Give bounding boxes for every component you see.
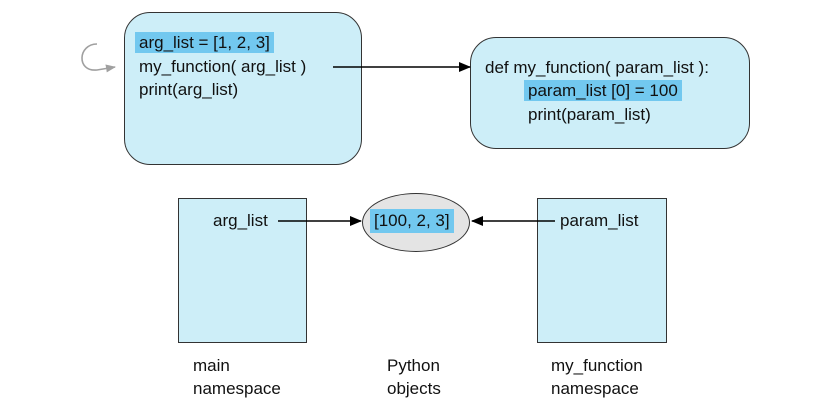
main-namespace-caption-line-1: main <box>193 356 230 375</box>
function-namespace-caption-line-2: namespace <box>551 379 639 398</box>
python-objects-caption-line-1: Python <box>387 356 440 375</box>
python-object-value: [100, 2, 3] <box>370 209 454 233</box>
main-namespace-caption: main namespace <box>193 354 281 400</box>
main-code-line-1-highlight: arg_list = [1, 2, 3] <box>135 32 274 53</box>
function-namespace-caption: my_function namespace <box>551 354 643 400</box>
main-namespace-box <box>178 198 307 343</box>
main-code-line-2: my_function( arg_list ) <box>139 57 307 76</box>
main-namespace-caption-line-2: namespace <box>193 379 281 398</box>
function-code-line-2-highlight: param_list [0] = 100 <box>524 80 682 101</box>
function-code-line-1: def my_function( param_list ): <box>485 58 709 77</box>
function-code-line-3: print(param_list) <box>528 105 651 124</box>
curved-execution-arrow <box>81 43 116 73</box>
python-objects-caption-line-2: objects <box>387 379 441 398</box>
main-code-line-1: arg_list = [1, 2, 3] <box>135 32 274 53</box>
function-namespace-variable: param_list <box>560 211 639 230</box>
function-namespace-caption-line-1: my_function <box>551 356 643 375</box>
python-objects-caption: Python objects <box>387 354 441 400</box>
main-code-line-3: print(arg_list) <box>139 80 239 99</box>
function-namespace-box <box>537 198 667 343</box>
function-code-line-2: param_list [0] = 100 <box>524 80 682 101</box>
main-namespace-variable: arg_list <box>213 211 268 230</box>
